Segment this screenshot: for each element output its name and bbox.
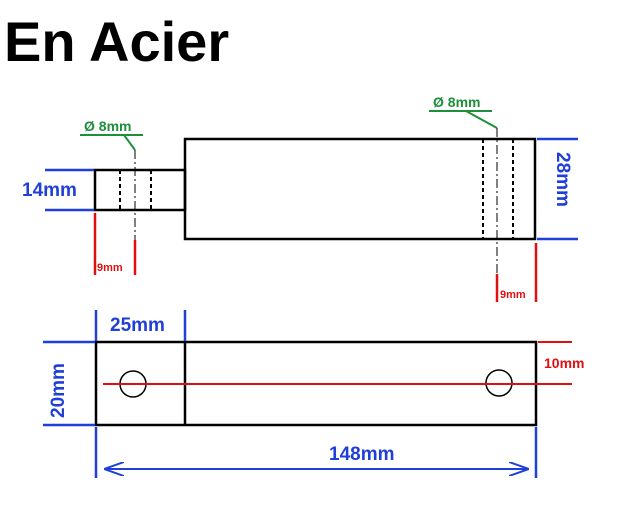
total-length-label: 148mm xyxy=(329,444,395,465)
page-title: En Acier xyxy=(4,10,229,73)
center-offset-label: 10mm xyxy=(544,355,584,371)
width-label: 20mm xyxy=(48,363,69,418)
top-view: 10mm 25mm 20mm 148mm xyxy=(43,310,584,478)
hole-left-leader xyxy=(123,134,136,151)
hole-right-leader xyxy=(465,110,498,129)
height-large-label: 28mm xyxy=(552,152,573,207)
height-small-label: 14mm xyxy=(22,180,77,201)
length-small-label: 25mm xyxy=(110,315,165,336)
large-cylinder-outline xyxy=(183,137,537,241)
offset-right-label: 9mm xyxy=(500,289,526,301)
side-view: 14mm 28mm Ø 8mm Ø 8mm 9mm 9mm xyxy=(22,94,578,302)
hole-left-label: Ø 8mm xyxy=(84,118,131,134)
small-cylinder-outline xyxy=(93,168,187,212)
hole-right-label: Ø 8mm xyxy=(433,94,480,110)
offset-left-label: 9mm xyxy=(97,262,123,274)
